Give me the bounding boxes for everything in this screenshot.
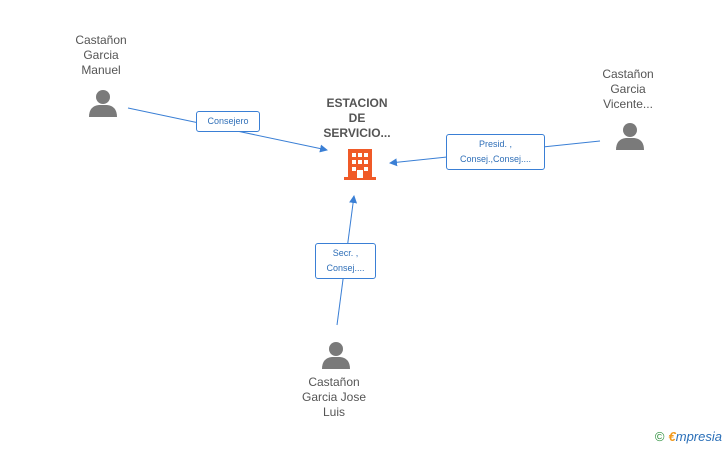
brand-mark: € [668,429,676,444]
person-name-line: Garcia Jose [301,390,367,404]
edge-label-vicente[interactable]: Presid. , Consej.,Consej.... [446,134,545,170]
company-name-line: ESTACION [326,96,388,110]
edge-label-jose-luis[interactable]: Secr. , Consej.... [315,243,376,279]
person-name-line: Garcia [83,48,119,62]
company-name[interactable]: ESTACION DE SERVICIO... [307,96,407,141]
empresia-logo[interactable]: ©€mpresia [655,429,722,444]
person-icon[interactable] [321,340,351,370]
person-name-line: Manuel [81,63,121,77]
person-name-jose-luis[interactable]: Castañon Garcia Jose Luis [279,375,389,420]
edge-label-manuel[interactable]: Consejero [196,111,260,132]
person-name-line: Castañon [308,375,360,389]
edge-label-line: Consej.,Consej.... [459,154,532,164]
copyright-icon: © [654,429,665,444]
person-icon[interactable] [88,88,118,118]
person-name-line: Luis [322,405,345,419]
person-name-vicente[interactable]: Castañon Garcia Vicente... [573,67,683,112]
edge-label-line: Consejero [207,116,249,126]
person-name-line: Castañon [602,67,654,81]
person-icon[interactable] [615,121,645,151]
company-name-line: SERVICIO... [323,126,391,140]
edge-label-line: Consej.... [326,263,365,273]
edge-label-line: Secr. , [332,248,359,258]
person-name-line: Castañon [75,33,127,47]
person-name-line: Vicente... [603,97,653,111]
person-name-line: Garcia [610,82,646,96]
brand-name: mpresia [675,429,722,444]
company-name-line: DE [348,111,366,125]
person-name-manuel[interactable]: Castañon Garcia Manuel [46,33,156,78]
edge-label-line: Presid. , [478,139,512,149]
building-icon[interactable] [344,147,376,181]
